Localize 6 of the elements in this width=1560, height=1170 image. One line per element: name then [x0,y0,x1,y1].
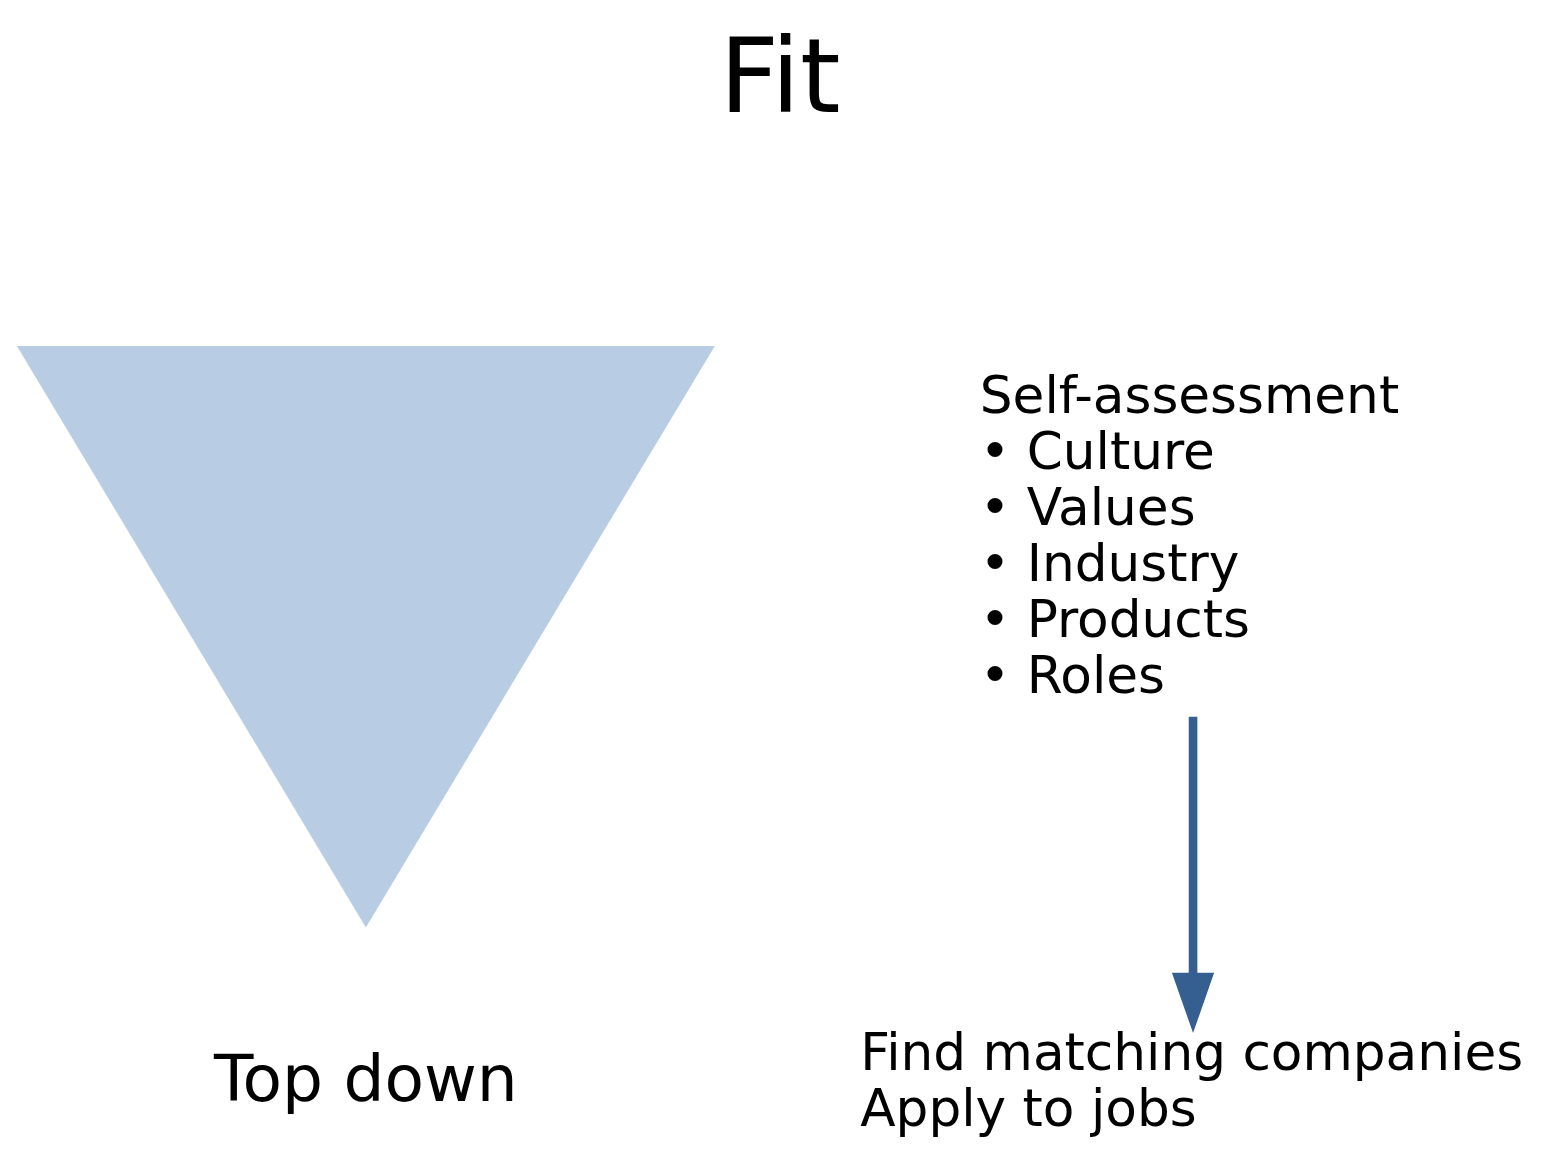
node-triangle [16,345,715,928]
node-text: Self-assessment • Culture • Values • Industry • Products • Roles [979,365,1400,706]
node-text: Find matching companies Apply to jobs [860,1022,1524,1139]
node-label: Top down [213,1040,518,1116]
diagram-title: Fit [719,15,841,136]
arrow [1171,716,1215,1034]
